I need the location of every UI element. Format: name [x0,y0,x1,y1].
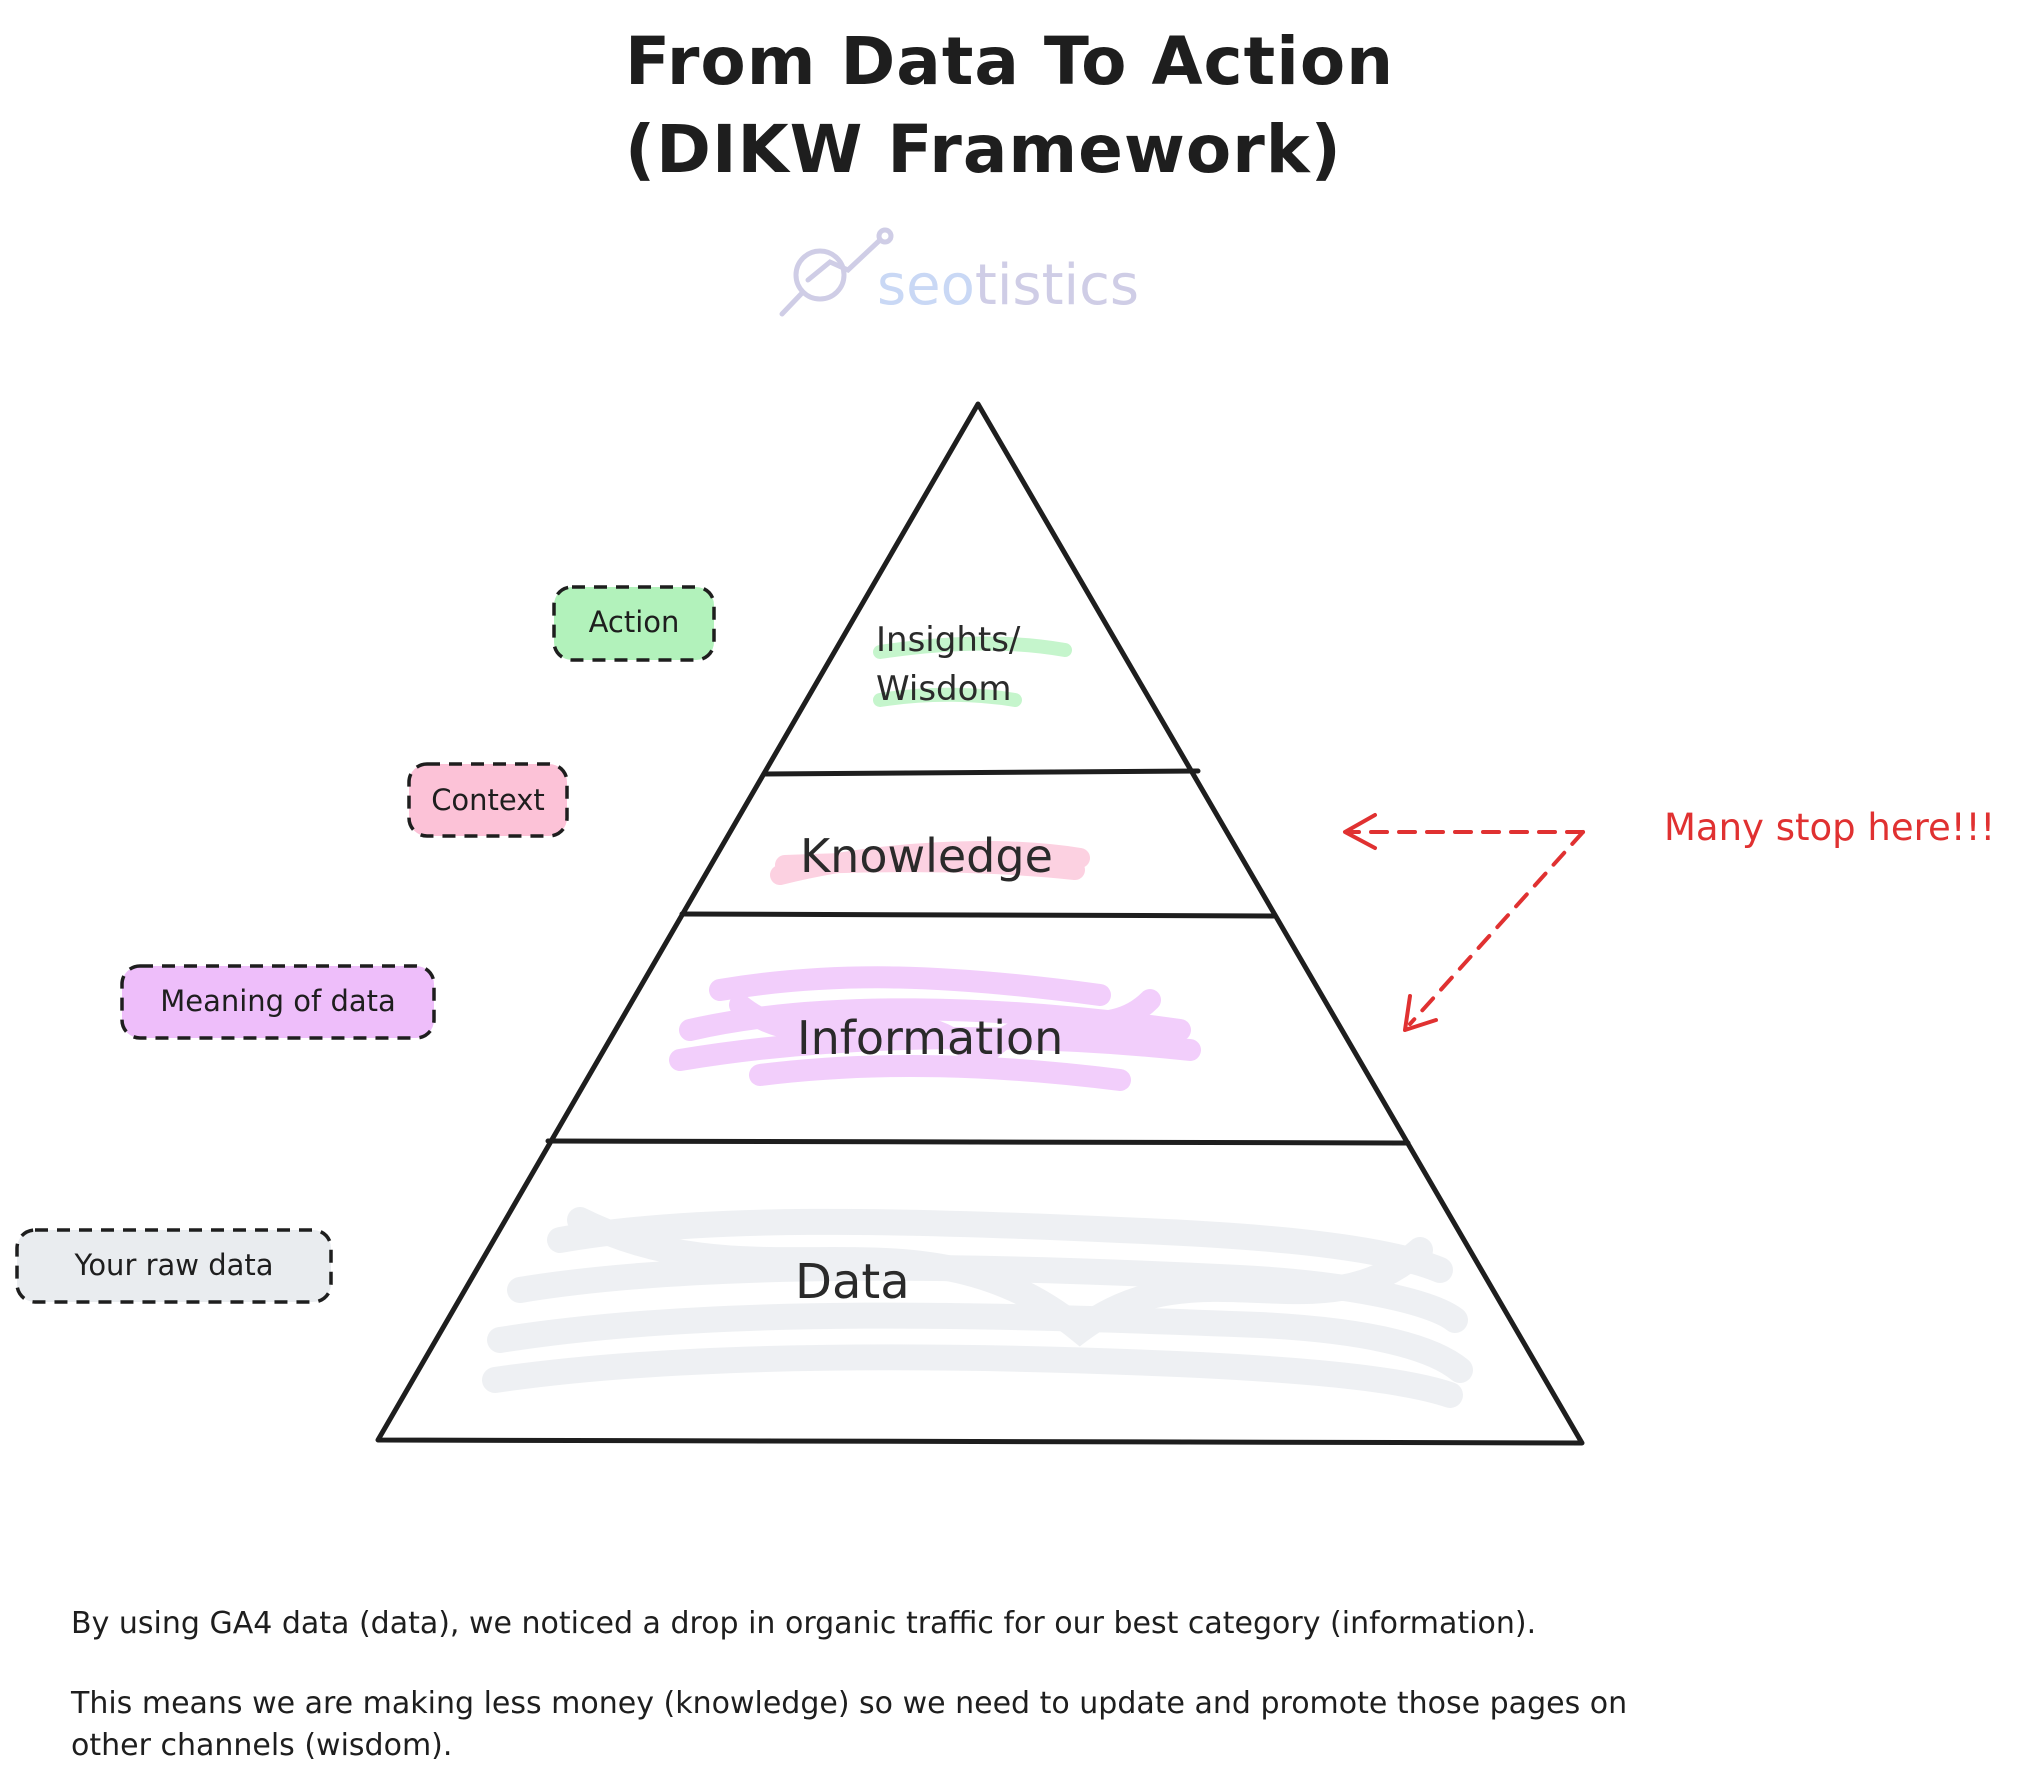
logo-text: seotistics [877,253,1139,318]
arrowhead-knowledge [1343,813,1377,850]
footer-line-1: By using GA4 data (data), we noticed a d… [71,1606,1536,1641]
tag-context-label: Context [431,783,545,817]
divider-knowledge-information [679,911,1278,919]
tier-label-information: Information [797,1011,1063,1065]
divider-wisdom-knowledge [761,768,1201,777]
knowledge-tier-highlight [770,841,1090,885]
tag-meaning-of-data-label: Meaning of data [160,984,396,1018]
pyramid [375,401,1585,1446]
arrow-to-information [1408,830,1585,1026]
logo-text-part-1: seo [877,253,975,318]
tag-context: Context [407,762,569,838]
title-line-2: (DIKW Framework) [625,111,1342,188]
tag-raw-data-label: Your raw data [73,1248,273,1282]
tier-label-wisdom-line-2: Wisdom [876,669,1012,709]
logo: seotistics [779,227,1139,318]
magnifier-chart-icon [779,227,894,317]
data-tier-highlight [482,1207,1473,1408]
tier-label-wisdom-line-1: Insights/ [876,620,1021,660]
tag-action: Action [552,585,716,662]
pyramid-outline [375,401,1585,1446]
wisdom-tier-highlight [873,636,1072,707]
logo-text-part-2: tistics [975,253,1139,318]
tag-action-label: Action [589,605,680,639]
footer-line-2: This means we are making less money (kno… [70,1686,1627,1721]
footer-line-3: other channels (wisdom). [71,1728,452,1763]
annotation-many-stop-here: Many stop here!!! [1664,806,1995,849]
title-line-1: From Data To Action [625,23,1394,100]
information-tier-highlight [669,966,1201,1091]
tier-highlights [482,636,1473,1408]
tier-label-data: Data [795,1254,910,1310]
tag-meaning-of-data: Meaning of data [120,964,436,1040]
tag-raw-data: Your raw data [15,1228,333,1304]
divider-information-data [545,1138,1411,1146]
tier-label-knowledge: Knowledge [800,829,1053,883]
annotation-arrows [1343,813,1585,1032]
arrowhead-information [1403,994,1438,1032]
